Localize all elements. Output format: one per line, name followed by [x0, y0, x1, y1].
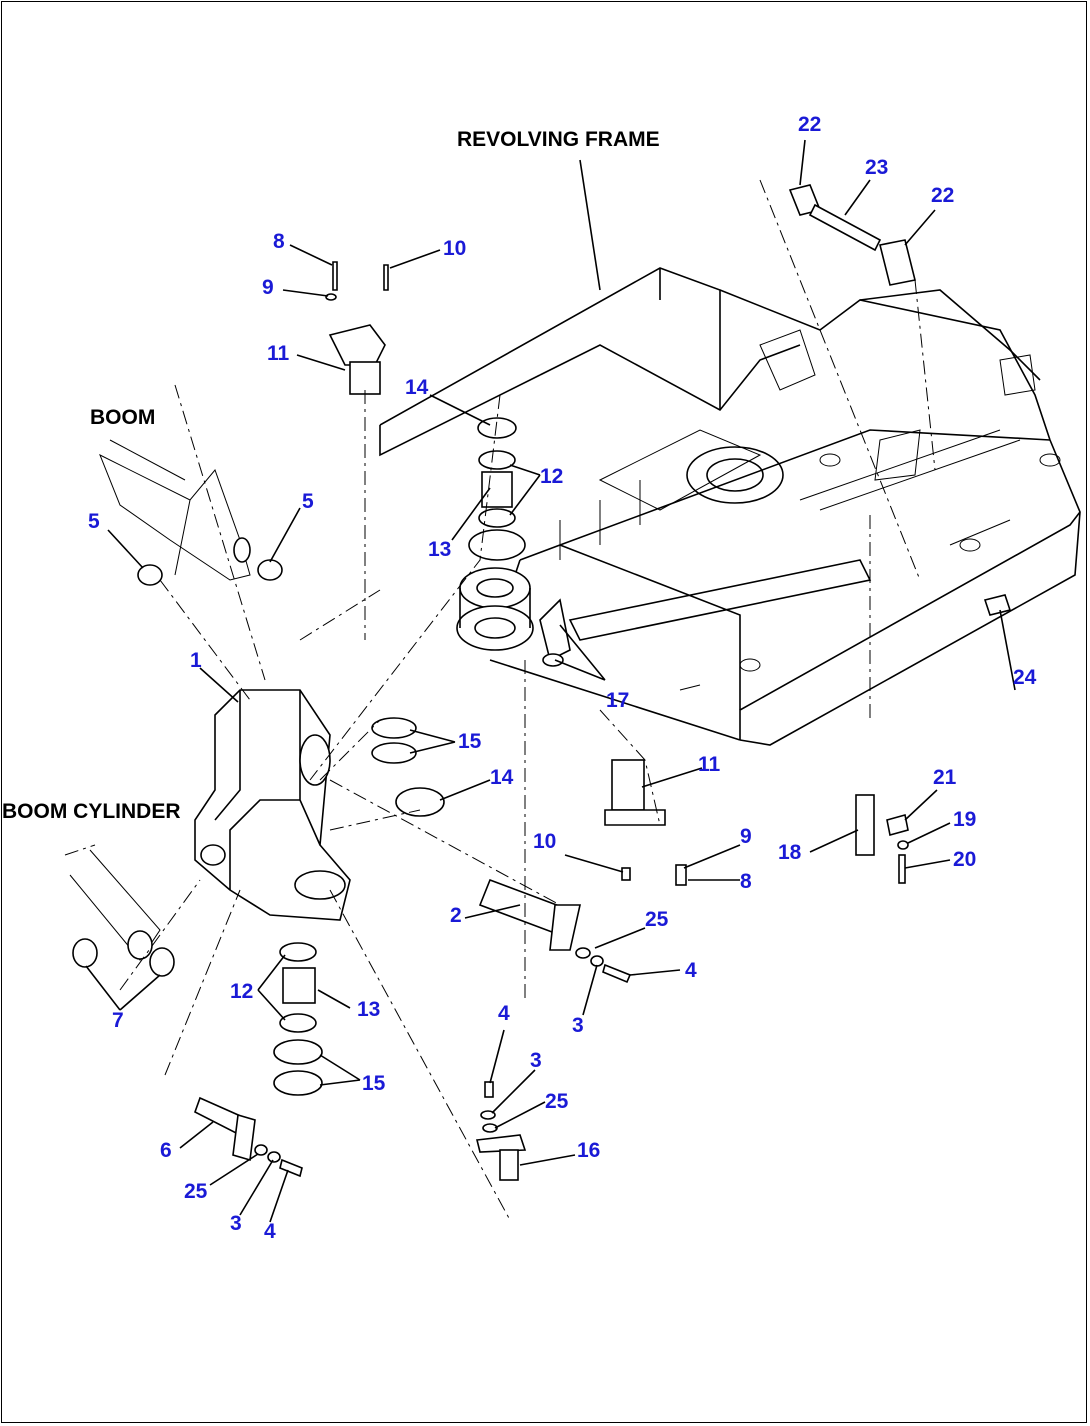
bracket-drawing [456, 529, 571, 667]
callout-8: 8 [740, 870, 752, 893]
callout-14: 14 [405, 376, 429, 399]
callout-9: 9 [740, 825, 752, 848]
component-parts [72, 184, 1012, 1181]
callout-19: 19 [953, 808, 976, 831]
label-boom-cylinder: BOOM CYLINDER [2, 800, 181, 823]
callout-11: 11 [698, 753, 721, 776]
callout-22: 22 [798, 113, 821, 136]
callout-4: 4 [264, 1220, 276, 1243]
callout-14: 14 [490, 766, 514, 789]
callout-18: 18 [778, 841, 802, 864]
callout-25: 25 [545, 1090, 569, 1113]
callout-4: 4 [685, 959, 697, 982]
callouts: 1 2 3 3 3 4 4 4 5 5 6 7 8 8 9 9 10 10 11… [88, 113, 1037, 1243]
callout-16: 16 [577, 1139, 600, 1162]
callout-10: 10 [533, 830, 556, 853]
callout-3: 3 [572, 1014, 584, 1037]
callout-24: 24 [1013, 666, 1037, 689]
callout-8: 8 [273, 230, 285, 253]
callout-5: 5 [88, 510, 100, 533]
callout-17: 17 [606, 689, 629, 712]
center-lines [64, 179, 936, 1221]
callout-3: 3 [230, 1212, 242, 1235]
callout-9: 9 [262, 276, 274, 299]
label-revolving-frame: REVOLVING FRAME [457, 128, 660, 151]
callout-10: 10 [443, 237, 466, 260]
callout-23: 23 [865, 156, 888, 179]
bracket-body-drawing [194, 689, 351, 921]
callout-12: 12 [540, 465, 563, 488]
callout-7: 7 [112, 1009, 124, 1032]
callout-12: 12 [230, 980, 253, 1003]
callout-21: 21 [933, 766, 957, 789]
callout-5: 5 [302, 490, 314, 513]
callout-25: 25 [184, 1180, 208, 1203]
callout-20: 20 [953, 848, 976, 871]
callout-3: 3 [530, 1049, 542, 1072]
callout-1: 1 [190, 649, 202, 672]
boom-and-cylinder-drawing [69, 439, 251, 961]
callout-13: 13 [357, 998, 380, 1021]
callout-22: 22 [931, 184, 954, 207]
callout-11: 11 [267, 342, 290, 365]
callout-15: 15 [458, 730, 482, 753]
callout-15: 15 [362, 1072, 386, 1095]
callout-6: 6 [160, 1139, 172, 1162]
callout-13: 13 [428, 538, 451, 561]
callout-2: 2 [450, 904, 462, 927]
leader-lines [85, 139, 1016, 1223]
label-boom: BOOM [90, 406, 155, 429]
callout-25: 25 [645, 908, 669, 931]
callout-4: 4 [498, 1002, 510, 1025]
